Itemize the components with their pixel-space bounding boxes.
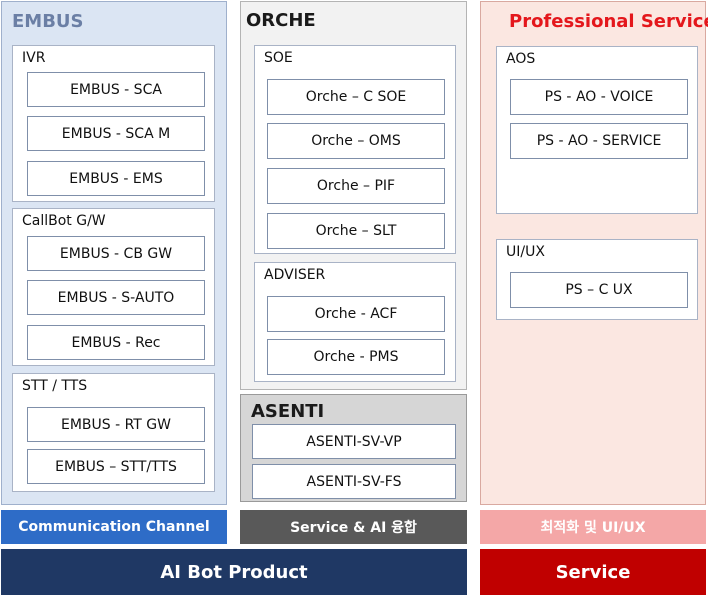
embus-s-auto-box[interactable]: EMBUS - S-AUTO [27,280,205,315]
stt-tts-group-title: STT / TTS [22,378,88,394]
asenti-sv-fs-box[interactable]: ASENTI-SV-FS [252,464,456,499]
adviser-group: ADVISER Orche - ACF Orche - PMS [254,262,456,382]
embus-column: EMBUS IVR EMBUS - SCA EMBUS - SCA M EMBU… [1,1,227,505]
uiux-group: UI/UX PS – C UX [496,239,698,320]
ivr-group: IVR EMBUS - SCA EMBUS - SCA M EMBUS - EM… [12,45,215,202]
embus-cb-gw-box[interactable]: EMBUS - CB GW [27,236,205,271]
orche-c-soe-box[interactable]: Orche – C SOE [267,79,445,115]
orche-pms-box[interactable]: Orche - PMS [267,339,445,375]
service-bar: Service [480,549,706,595]
asenti-sv-vp-box[interactable]: ASENTI-SV-VP [252,424,456,459]
ps-c-ux-box[interactable]: PS – C UX [510,272,688,308]
orche-column: ORCHE SOE Orche – C SOE Orche – OMS Orch… [240,1,467,390]
orche-title: ORCHE [246,10,316,31]
stt-tts-group: STT / TTS EMBUS - RT GW EMBUS – STT/TTS [12,373,215,492]
callbot-group: CallBot G/W EMBUS - CB GW EMBUS - S-AUTO… [12,208,215,366]
ai-bot-product-bar: AI Bot Product [1,549,467,595]
professional-service-title: Professional Service [509,11,708,32]
soe-group: SOE Orche – C SOE Orche – OMS Orche – PI… [254,45,456,254]
embus-title: EMBUS [12,11,84,32]
asenti-title: ASENTI [251,401,325,422]
communication-channel-bar: Communication Channel [1,510,227,544]
orche-slt-box[interactable]: Orche – SLT [267,213,445,249]
optimization-uiux-bar: 최적화 및 UI/UX [480,510,706,544]
ivr-group-title: IVR [22,50,46,66]
embus-rec-box[interactable]: EMBUS - Rec [27,325,205,360]
orche-pif-box[interactable]: Orche – PIF [267,168,445,204]
adviser-group-title: ADVISER [264,267,326,283]
embus-stt-tts-box[interactable]: EMBUS – STT/TTS [27,449,205,484]
orche-oms-box[interactable]: Orche – OMS [267,123,445,159]
callbot-group-title: CallBot G/W [22,213,106,229]
service-ai-bar: Service & AI 융합 [240,510,467,544]
aos-group-title: AOS [506,51,536,67]
embus-ems-box[interactable]: EMBUS - EMS [27,161,205,196]
embus-sca-box[interactable]: EMBUS - SCA [27,72,205,107]
ps-ao-service-box[interactable]: PS - AO - SERVICE [510,123,688,159]
professional-service-column: Professional Service AOS PS - AO - VOICE… [480,1,708,505]
ps-ao-voice-box[interactable]: PS - AO - VOICE [510,79,688,115]
aos-group: AOS PS - AO - VOICE PS - AO - SERVICE [496,46,698,214]
soe-group-title: SOE [264,50,293,66]
uiux-group-title: UI/UX [506,244,545,260]
asenti-column: ASENTI ASENTI-SV-VP ASENTI-SV-FS [240,394,467,502]
orche-acf-box[interactable]: Orche - ACF [267,296,445,332]
embus-sca-m-box[interactable]: EMBUS - SCA M [27,116,205,151]
embus-rt-gw-box[interactable]: EMBUS - RT GW [27,407,205,442]
